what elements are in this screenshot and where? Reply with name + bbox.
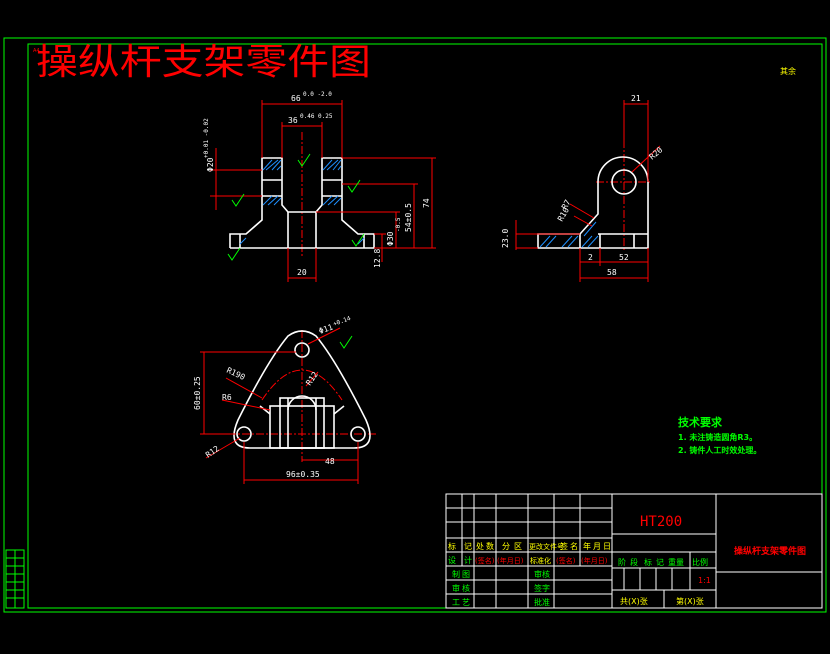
- tech-req-title: 技术要求: [678, 415, 723, 429]
- hdr-chu: 处: [476, 541, 484, 551]
- hdr-nian: 年: [583, 541, 591, 551]
- row-date-1: (年月日): [497, 556, 524, 565]
- sheet-num-label: 第(X)张: [676, 596, 704, 606]
- stage-ji: 记: [656, 558, 664, 567]
- top-dim-48: 48: [325, 457, 335, 466]
- dim-width-mid: 36: [288, 116, 298, 125]
- side-dim-height-23: 23.0: [501, 229, 510, 248]
- dim-height-54: 54±0.5: [404, 203, 413, 232]
- side-dimensions: [515, 100, 661, 282]
- hdr-ri: 日: [603, 542, 611, 551]
- row-he: 核: [462, 583, 470, 593]
- title-block-grid: [445, 493, 823, 609]
- side-dim-width-top: 21: [631, 94, 641, 103]
- top-dim-r6: R6: [222, 393, 232, 402]
- top-roughness-marks: [339, 335, 353, 349]
- tech-requirements: 技术要求 1. 未注铸造圆角R3。 2. 铸件人工时效处理。: [678, 415, 761, 455]
- sheet-size-label: A4: [33, 48, 40, 54]
- dim-width-top: 66: [291, 94, 301, 103]
- dim-height-12: 12.8: [373, 249, 382, 268]
- row-tu: 图: [462, 570, 470, 579]
- top-hole-right: [350, 426, 366, 442]
- dim-left-dia: Φ20: [206, 157, 215, 172]
- hdr-biao: 标: [448, 541, 456, 551]
- row-standard: 标准化: [530, 556, 551, 565]
- stage-jie: 阶: [618, 557, 626, 567]
- dim-bore-dia-tol: -0.5: [395, 217, 402, 232]
- row-shen: 审: [452, 583, 460, 593]
- hdr-qian: 签: [560, 541, 568, 551]
- side-dim-r7: R7: [560, 198, 573, 211]
- front-hatch: [239, 159, 365, 245]
- sheet-total-label: 共(X)张: [620, 597, 648, 606]
- tech-req-item-1: 1. 未注铸造圆角R3。: [678, 432, 757, 442]
- side-dim-radius: R20: [648, 145, 665, 161]
- top-dim-r12-left: R12: [204, 444, 221, 460]
- hdr-change-doc: 更改文件号: [529, 542, 564, 551]
- top-part-outline: [233, 330, 371, 449]
- mid-shenhe: 审核: [534, 569, 550, 579]
- drawing-title: 操纵杆支架零件图: [36, 42, 371, 83]
- row-sign-2: (签名): [556, 556, 576, 565]
- hdr-qu: 区: [514, 542, 522, 551]
- stage-scale: 比例: [692, 557, 708, 567]
- stage-duan: 段: [630, 557, 638, 567]
- mid-pizhun: 批准: [534, 597, 550, 607]
- top-dim-hole-dia-tol: +0.14: [332, 315, 352, 328]
- side-view: 21 R20 R7 R10 23.0 52 2 58: [501, 94, 664, 282]
- stage-weight: 重量: [668, 557, 684, 567]
- top-hole-left: [236, 426, 252, 442]
- front-view: 66 0.0 -2.0 36 0.46 0.25 Φ20 +0.01 -0.02…: [203, 91, 436, 282]
- hdr-yue: 月: [593, 542, 601, 551]
- hdr-ji: 记: [464, 542, 472, 551]
- row-sign-1: (签名): [475, 556, 495, 565]
- outer-frame: [3, 37, 827, 613]
- tech-req-item-2: 2. 铸件人工时效处理。: [678, 445, 761, 455]
- top-dim-hole-dia: Φ11: [318, 322, 335, 335]
- side-hatch: [539, 221, 599, 248]
- row-yi: 艺: [462, 598, 470, 607]
- dim-height-total: 74: [422, 198, 431, 208]
- surface-note: 其余: [780, 66, 796, 76]
- hdr-fen: 分: [502, 542, 510, 551]
- hdr-shu: 数: [486, 541, 494, 551]
- material-label: HT200: [640, 514, 682, 530]
- row-she: 设: [448, 555, 456, 565]
- side-dim-58: 58: [607, 268, 617, 277]
- stage-biao: 标: [644, 557, 652, 567]
- front-roughness-marks: [227, 153, 365, 261]
- dim-width-mid-tol: 0.46 0.25: [300, 113, 333, 120]
- top-hole-upper: [294, 342, 310, 358]
- top-dim-96: 96±0.35: [286, 470, 320, 479]
- row-date-2: (年月日): [581, 556, 608, 565]
- dim-bore-dia: Φ30: [386, 231, 395, 246]
- dim-width-top-tol: 0.0 -2.0: [303, 91, 332, 98]
- mid-qianzi: 签字: [534, 583, 550, 593]
- title-block-text: HT200 操纵杆支架零件图 1:1 共(X)张 第(X)张 标 记 处 数 分…: [448, 514, 806, 607]
- scale-value: 1:1: [698, 576, 711, 585]
- side-dim-2: 2: [588, 253, 593, 262]
- row-ji: 计: [464, 555, 472, 565]
- top-view: Φ11 +0.14 R190 R12 R6 R12 60±0.25 48 96±…: [193, 315, 378, 484]
- dim-base-width: 20: [297, 268, 307, 277]
- side-dim-52: 52: [619, 253, 629, 262]
- top-dimensions: [200, 327, 359, 484]
- hdr-ming: 名: [570, 541, 578, 551]
- top-dim-height-60: 60±0.25: [193, 376, 202, 410]
- left-strip: [5, 549, 25, 609]
- row-zhi: 制: [452, 569, 460, 579]
- dim-left-dia-tol: +0.01 -0.02: [203, 118, 210, 158]
- inner-frame: [27, 43, 823, 609]
- drawing-name-label: 操纵杆支架零件图: [734, 545, 806, 557]
- front-dimensions: [210, 100, 436, 282]
- row-gong: 工: [452, 598, 460, 607]
